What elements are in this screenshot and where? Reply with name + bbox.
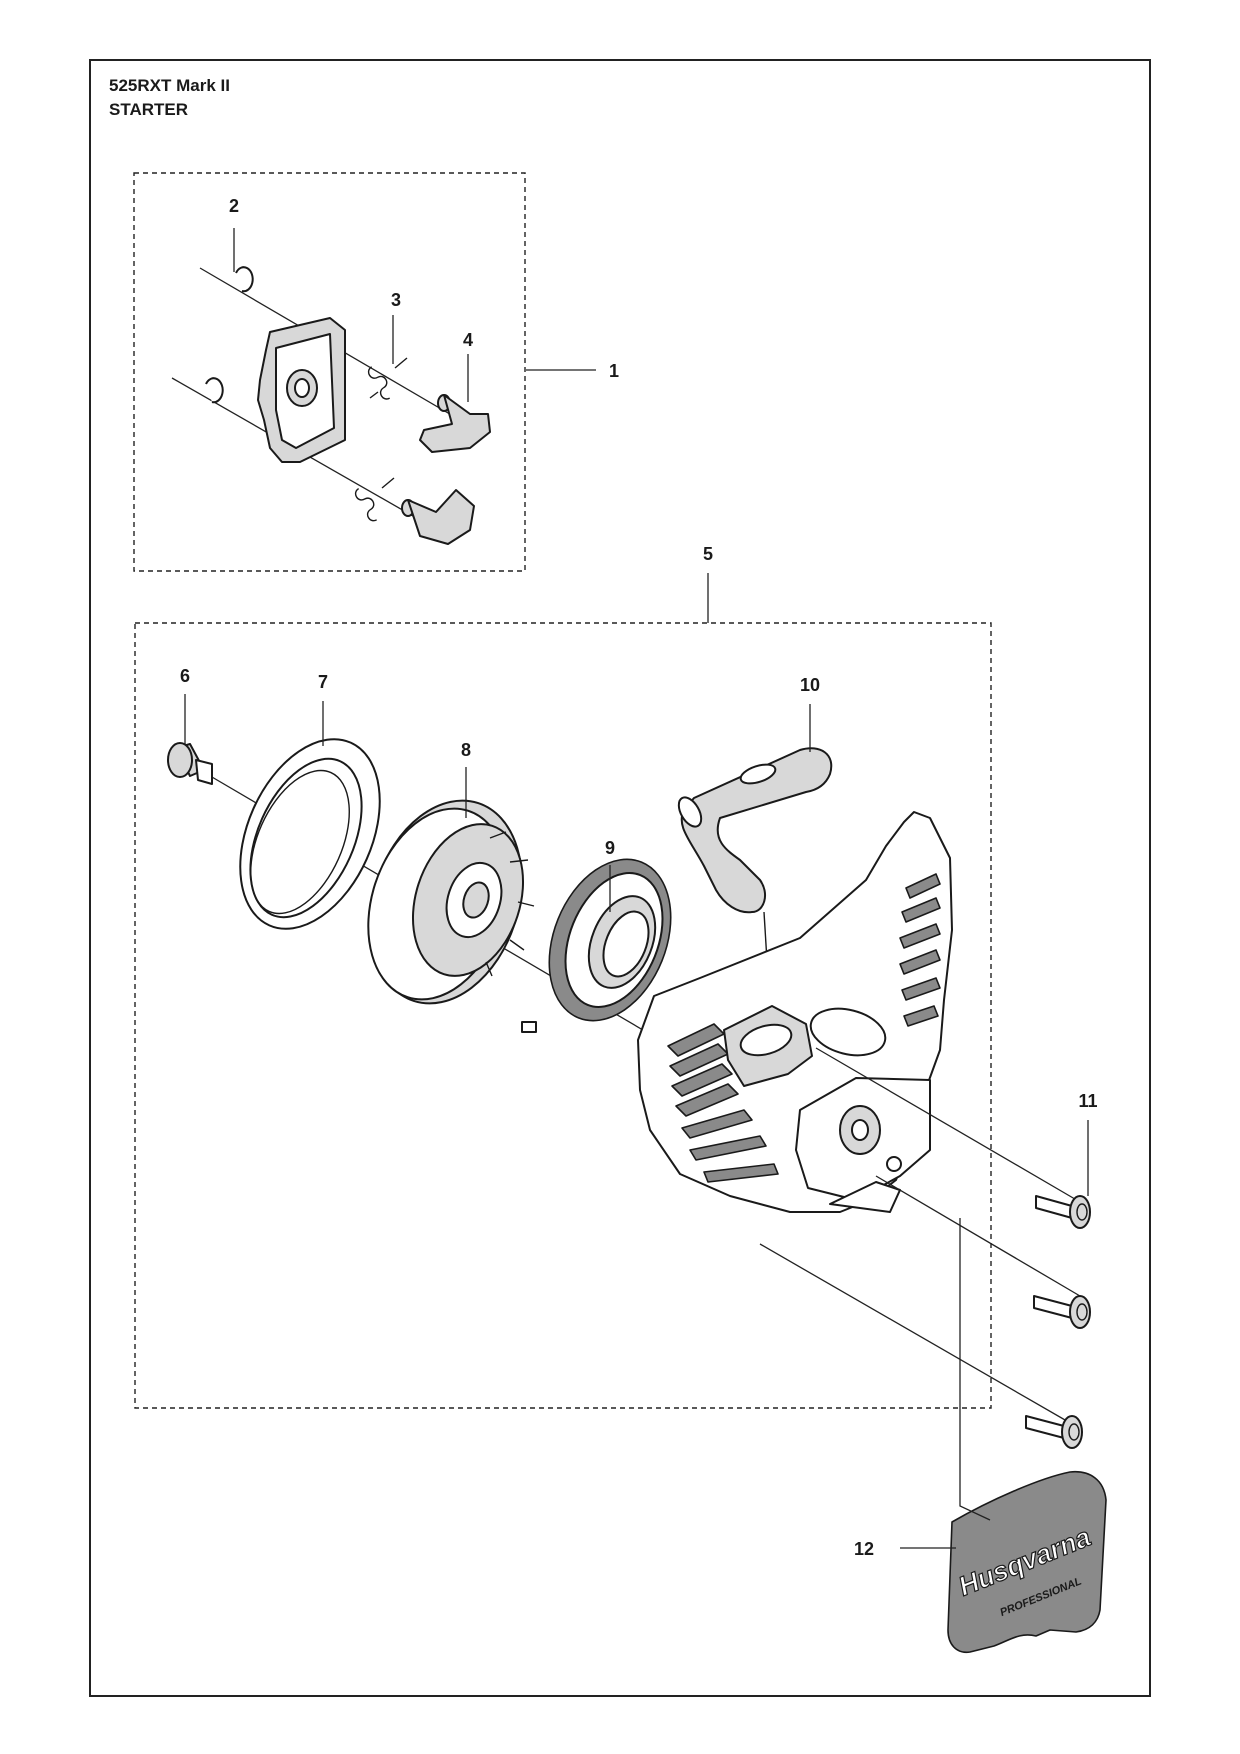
husqvarna-decal: Husqvarna PROFESSIONAL	[947, 1471, 1107, 1654]
leader-12-to-housing	[959, 1218, 991, 1521]
callout-3: 3	[391, 290, 401, 310]
callout-5: 5	[703, 544, 713, 564]
pawl-upper	[419, 394, 491, 453]
callout-11: 11	[1078, 1091, 1097, 1111]
pawl-spring-lower	[354, 477, 395, 522]
callout-2: 2	[229, 196, 239, 216]
housing-screw-middle	[1033, 1295, 1091, 1329]
center-screw	[167, 742, 213, 785]
pawl-kit-drawing	[171, 266, 491, 545]
page-frame	[89, 59, 1151, 1697]
pawl-carrier	[257, 317, 346, 463]
callout-10: 10	[800, 675, 820, 695]
starter-assembly-group-box	[134, 622, 992, 1409]
callout-4: 4	[463, 330, 473, 350]
section-title: STARTER	[109, 100, 189, 119]
model-title: 525RXT Mark II	[109, 76, 230, 95]
callout-7: 7	[318, 672, 328, 692]
circlip-upper	[235, 266, 254, 293]
recoil-spring	[521, 858, 672, 1033]
callout-12: 12	[854, 1539, 874, 1559]
circlip-lower	[205, 377, 224, 404]
housing-screw-lower	[1025, 1415, 1083, 1449]
pawl-lower	[401, 489, 475, 545]
rope-pulley	[367, 799, 535, 1005]
cover-ring	[239, 738, 381, 930]
pawl-spring-upper	[367, 357, 408, 400]
pawl-kit-group-box	[133, 172, 526, 572]
starter-housing	[637, 811, 953, 1213]
callout-1: 1	[609, 361, 619, 381]
starter-handle	[677, 747, 833, 1011]
housing-screw-upper	[1035, 1195, 1091, 1229]
callout-8: 8	[461, 740, 471, 760]
callout-6: 6	[180, 666, 190, 686]
callout-9: 9	[605, 838, 615, 858]
